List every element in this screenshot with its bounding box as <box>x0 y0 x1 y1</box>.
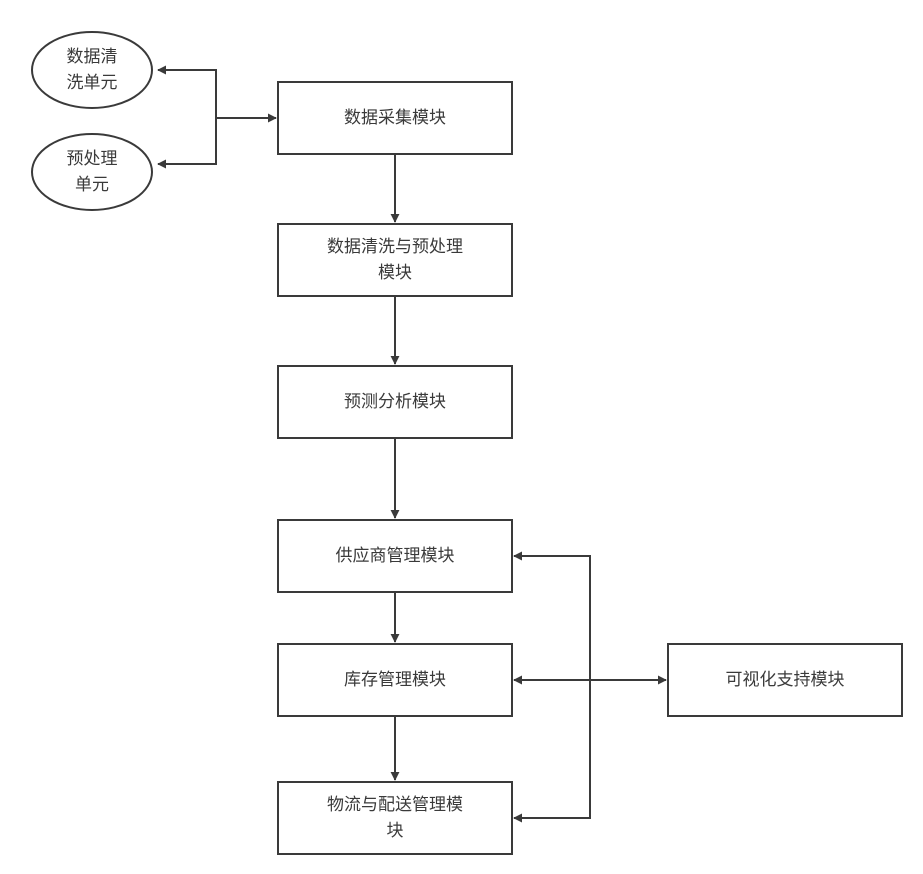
edge-visualization-to-supplier <box>514 556 590 680</box>
prediction-analysis-label: 预测分析模块 <box>278 366 512 438</box>
edge-collection-to-preprocessing-unit <box>158 118 216 164</box>
cleaning-unit-label: 数据清 洗单元 <box>32 32 152 108</box>
preprocessing-unit-label: 预处理 单元 <box>32 134 152 210</box>
edge-collection-to-cleaning-unit <box>158 70 276 118</box>
inventory-management-label: 库存管理模块 <box>278 644 512 716</box>
visualization-support-label: 可视化支持模块 <box>668 644 902 716</box>
cleaning-preprocessing-label: 数据清洗与预处理 模块 <box>278 224 512 296</box>
supplier-management-label: 供应商管理模块 <box>278 520 512 592</box>
data-collection-label: 数据采集模块 <box>278 82 512 154</box>
logistics-distribution-label: 物流与配送管理模 块 <box>278 782 512 854</box>
edge-visualization-to-logistics <box>514 680 590 818</box>
